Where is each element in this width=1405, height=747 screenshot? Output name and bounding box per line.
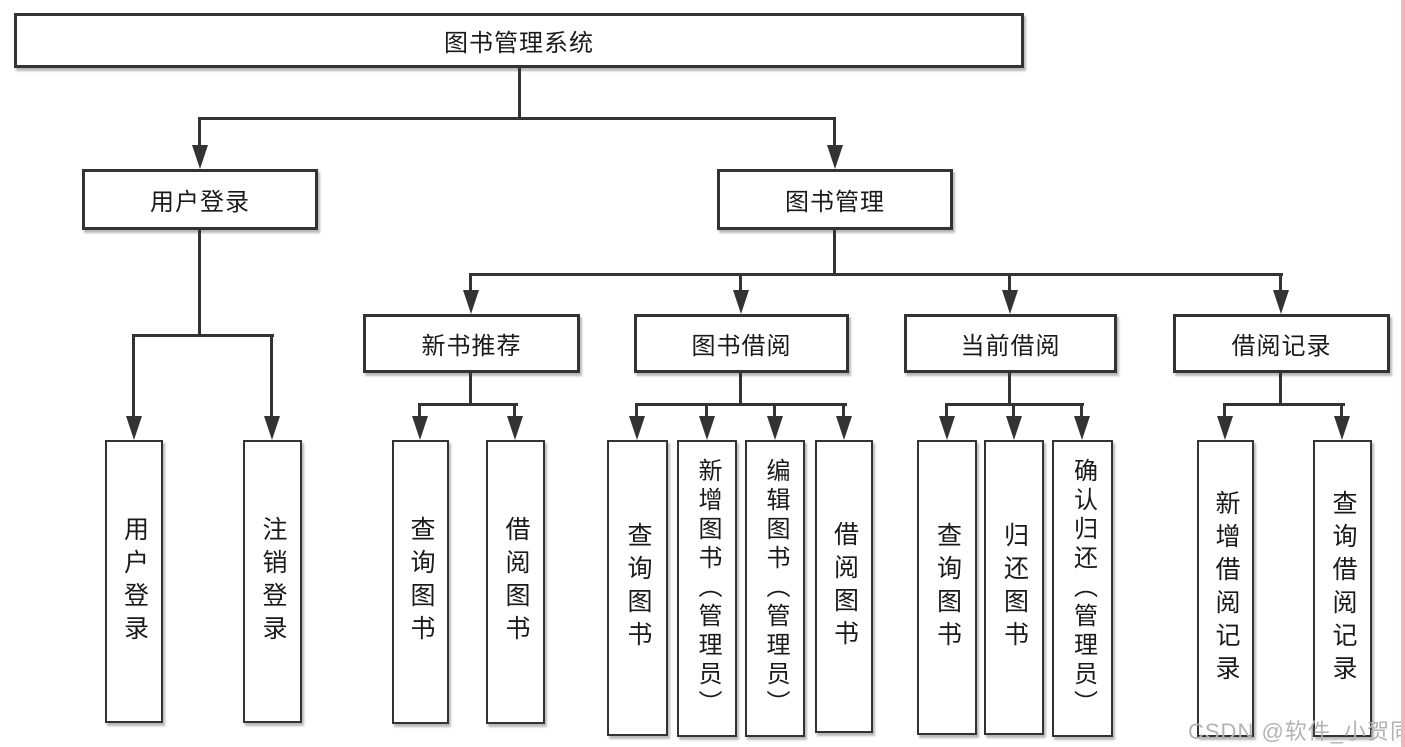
connector-line — [1008, 273, 1011, 293]
leaf-confirm-return-admin-label: 确认归还（管理员） — [1069, 458, 1097, 719]
node-book-management-label: 图书管理 — [785, 189, 885, 216]
node-library-system-label: 图书管理系统 — [444, 30, 594, 57]
leaf-query-borrow-record: 查询借阅记录 — [1313, 440, 1372, 737]
arrow-down-icon — [192, 145, 208, 169]
arrow-down-icon — [1273, 290, 1289, 314]
connector-line — [945, 403, 948, 419]
connector-line — [636, 403, 847, 406]
connector-line — [705, 403, 708, 419]
leaf-user-login: 用户登录 — [105, 440, 163, 723]
connector-line — [842, 403, 845, 419]
csdn-watermark: CSDN @软件_小贺同学 — [1188, 719, 1405, 744]
connector-line — [1008, 373, 1011, 406]
connector-line — [513, 403, 516, 419]
connector-line — [132, 334, 135, 420]
arrow-down-icon — [699, 416, 715, 440]
leaf-confirm-return-admin: 确认归还（管理员） — [1052, 440, 1113, 737]
connector-line — [470, 273, 1283, 276]
node-current-borrowing-label: 当前借阅 — [960, 333, 1061, 360]
connector-line — [1080, 403, 1083, 419]
leaf-add-book-admin-label: 新增图书（管理员） — [694, 458, 721, 719]
node-borrowing-records: 借阅记录 — [1173, 314, 1390, 373]
leaf-query-books-borrowing: 查询图书 — [607, 440, 668, 736]
arrow-down-icon — [463, 290, 479, 314]
arrow-down-icon — [412, 416, 428, 440]
arrow-down-icon — [1334, 416, 1350, 440]
leaf-return-books: 归还图书 — [984, 440, 1044, 735]
node-borrowing-records-label: 借阅记录 — [1231, 333, 1332, 360]
arrow-down-icon — [1074, 416, 1090, 440]
connector-line — [1279, 373, 1282, 406]
node-user-login-label: 用户登录 — [150, 189, 250, 216]
node-user-login: 用户登录 — [82, 169, 318, 230]
leaf-user-login-label: 用户登录 — [120, 515, 149, 648]
leaf-logout-label: 注销登录 — [259, 515, 287, 648]
connector-line — [270, 334, 273, 420]
arrow-down-icon — [836, 416, 852, 440]
leaf-query-books-recommend: 查询图书 — [392, 440, 449, 724]
leaf-query-books-current: 查询图书 — [917, 440, 977, 735]
connector-line — [199, 117, 836, 120]
connector-line — [518, 68, 521, 118]
arrow-down-icon — [629, 416, 645, 440]
connector-line — [946, 403, 1084, 406]
leaf-logout: 注销登录 — [243, 440, 302, 723]
arrow-down-icon — [126, 416, 142, 440]
leaf-add-borrow-record-label: 新增借阅记录 — [1212, 489, 1240, 688]
arrow-down-icon — [264, 416, 280, 440]
connector-line — [198, 117, 201, 149]
arrow-down-icon — [939, 416, 955, 440]
connector-line — [833, 230, 836, 276]
node-new-book-recommend-label: 新书推荐 — [421, 333, 522, 360]
connector-line — [833, 117, 836, 149]
connector-line — [469, 373, 472, 406]
arrow-down-icon — [827, 145, 843, 169]
right-edge-strip — [1401, 0, 1405, 747]
connector-line — [418, 403, 421, 419]
node-current-borrowing: 当前借阅 — [904, 314, 1117, 373]
arrow-down-icon — [1002, 290, 1018, 314]
node-new-book-recommend: 新书推荐 — [363, 314, 580, 373]
arrow-down-icon — [767, 416, 783, 440]
leaf-query-books-recommend-label: 查询图书 — [407, 516, 435, 648]
leaf-borrow-books-recommend: 借阅图书 — [486, 440, 545, 724]
connector-line — [419, 403, 518, 406]
arrow-down-icon — [507, 416, 523, 440]
leaf-borrow-books: 借阅图书 — [815, 440, 873, 733]
leaf-add-book-admin: 新增图书（管理员） — [677, 440, 737, 737]
leaf-return-books-label: 归还图书 — [1000, 521, 1029, 654]
arrow-down-icon — [1217, 416, 1233, 440]
connector-line — [469, 273, 472, 293]
connector-line — [739, 273, 742, 293]
leaf-edit-book-admin-label: 编辑图书（管理员） — [762, 458, 789, 719]
node-book-borrowing-label: 图书借阅 — [691, 333, 792, 360]
connector-line — [739, 373, 742, 406]
leaf-query-books-borrowing-label: 查询图书 — [624, 522, 652, 654]
connector-line — [1223, 403, 1226, 419]
node-book-management: 图书管理 — [717, 169, 953, 230]
arrow-down-icon — [733, 290, 749, 314]
connector-line — [133, 334, 274, 337]
leaf-borrow-books-label: 借阅图书 — [830, 520, 859, 653]
node-book-borrowing: 图书借阅 — [634, 314, 849, 373]
connector-line — [198, 230, 201, 337]
connector-line — [773, 403, 776, 419]
connector-line — [1340, 403, 1343, 419]
leaf-query-borrow-record-label: 查询借阅记录 — [1329, 489, 1357, 688]
connector-line — [1224, 403, 1345, 406]
leaf-borrow-books-recommend-label: 借阅图书 — [502, 516, 530, 648]
leaf-edit-book-admin: 编辑图书（管理员） — [745, 440, 805, 737]
leaf-query-books-current-label: 查询图书 — [933, 521, 962, 654]
node-library-system: 图书管理系统 — [14, 13, 1024, 68]
leaf-add-borrow-record: 新增借阅记录 — [1197, 440, 1254, 737]
arrow-down-icon — [1006, 416, 1022, 440]
connector-line — [635, 403, 638, 419]
connector-line — [1012, 403, 1015, 419]
connector-line — [1279, 273, 1282, 293]
